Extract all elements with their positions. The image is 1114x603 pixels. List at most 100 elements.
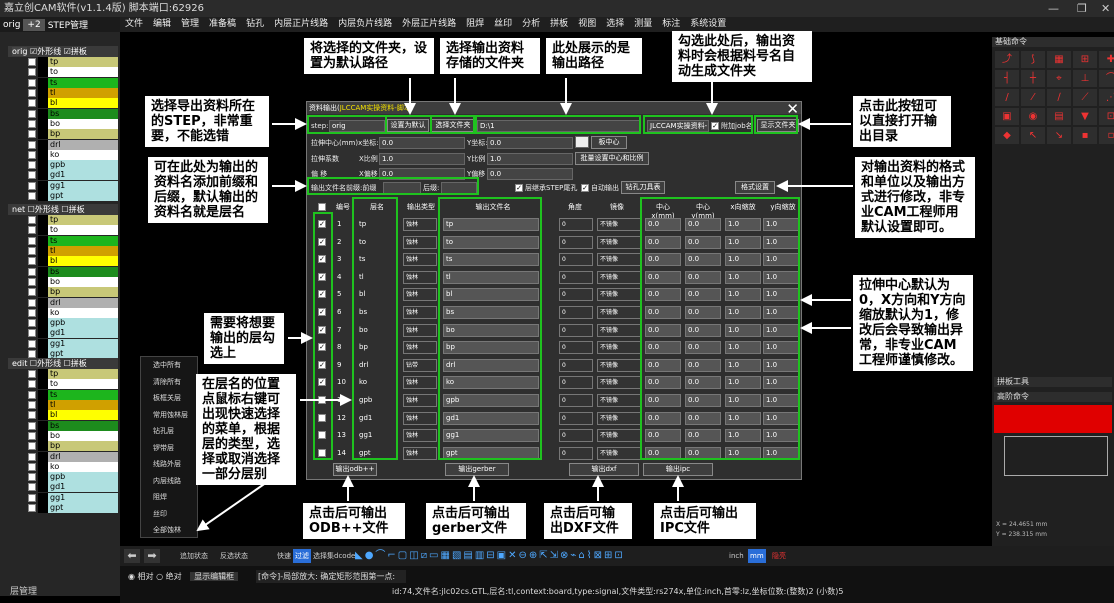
center-y-input[interactable]: 0.0 (685, 270, 721, 284)
menu-item[interactable]: 编辑 (153, 19, 172, 29)
layer-output-checkbox[interactable]: ✓ (318, 220, 326, 228)
center-y-input[interactable]: 0.0 (685, 288, 721, 302)
center-x-input[interactable]: 0.0 (645, 270, 681, 284)
tool-icon[interactable]: / (995, 89, 1019, 106)
tool-icon[interactable]: ⌖ (1047, 70, 1071, 87)
menu-item[interactable]: 内层正片线路 (274, 19, 329, 29)
context-menu-item[interactable]: 钻孔层 (153, 427, 174, 435)
show-folder-button[interactable]: 显示文件夹 (757, 119, 799, 132)
mirror-select[interactable]: 不镜像 (597, 235, 641, 249)
output-type-select[interactable]: 蚀林 (403, 253, 437, 267)
context-menu-item[interactable]: 选中所有 (153, 361, 181, 369)
select-all-checkbox[interactable] (318, 203, 326, 211)
command-line[interactable]: [命令]-局部放大: 确定矩形范围第一点: (256, 570, 406, 583)
layer-name[interactable]: tl (48, 88, 118, 99)
restore-icon[interactable]: ❐ (1077, 2, 1087, 15)
layer-name[interactable]: gd1 (48, 482, 118, 493)
layer-name[interactable]: bo (48, 430, 118, 441)
layer-name[interactable]: gd1 (48, 328, 118, 339)
layer-row[interactable]: gd1 (8, 482, 118, 493)
layer-name[interactable]: drl (48, 451, 118, 462)
layer-name[interactable]: to (48, 67, 118, 78)
tool-icon[interactable]: ∕ (1047, 89, 1071, 106)
tool-icon[interactable]: ⁄ (1021, 89, 1045, 106)
layer-manage-tab[interactable]: 层管理 (10, 587, 38, 597)
output-type-select[interactable]: 蚀林 (403, 288, 437, 302)
output-type-select[interactable]: 钻带 (403, 358, 437, 372)
menu-item[interactable]: 外层正片线路 (402, 19, 457, 29)
layer-checkbox[interactable] (28, 483, 36, 492)
close-icon[interactable]: ✕ (786, 100, 799, 118)
mirror-select[interactable]: 不镜像 (597, 218, 641, 231)
output-filename-input[interactable]: tl (443, 270, 539, 284)
center-y-input[interactable]: 0.0 (685, 253, 721, 267)
layer-checkbox[interactable] (28, 99, 36, 108)
layer-row[interactable]: ts (8, 389, 118, 400)
tool-icon[interactable]: ▣ (995, 108, 1019, 125)
outline-toggle[interactable]: 外形线 (34, 205, 59, 214)
output-type-select[interactable]: 蚀林 (403, 235, 437, 249)
mirror-select[interactable]: 不镜像 (597, 429, 641, 443)
output-filename-input[interactable]: ko (443, 376, 539, 390)
context-menu-item[interactable]: 板框关层 (153, 394, 181, 402)
batch-set-button[interactable]: 批量设置中心和比例 (575, 152, 649, 165)
output-filename-input[interactable]: bo (443, 323, 539, 337)
tool-icon[interactable]: ⊥ (1073, 70, 1097, 87)
panel-toggle[interactable]: 拼板 (68, 205, 85, 214)
mirror-select[interactable]: 不镜像 (597, 323, 641, 337)
output-ipc-button[interactable]: 输出ipc (643, 463, 713, 476)
layer-output-checkbox[interactable]: ✓ (318, 272, 326, 281)
layer-checkbox[interactable] (28, 257, 36, 266)
tool-icon[interactable]: ▼ (1073, 108, 1097, 125)
layer-row[interactable]: tp (8, 369, 118, 380)
drill-tool-button[interactable]: 钻孔刀具表 (621, 181, 665, 194)
mirror-select[interactable]: 不镜像 (597, 394, 641, 407)
filter-button[interactable]: 过滤 (293, 549, 311, 563)
layer-checkbox[interactable] (28, 442, 36, 451)
layer-name[interactable]: bs (48, 420, 118, 431)
highlight-mode[interactable]: 隐亮 (772, 552, 786, 560)
center-x-input[interactable]: 0.0 (645, 218, 681, 231)
layer-name[interactable]: gg1 (48, 492, 118, 503)
context-menu-item[interactable]: 线路外层 (153, 460, 181, 468)
menu-item[interactable]: 标注 (662, 19, 681, 29)
panel-toggle[interactable]: 拼板 (70, 47, 87, 56)
layer-name[interactable]: bo (48, 276, 118, 287)
scale-x-input[interactable]: 1.0 (725, 306, 761, 319)
layer-name[interactable]: bs (48, 266, 118, 277)
layer-checkbox[interactable] (28, 267, 36, 276)
layer-name[interactable]: ts (48, 77, 118, 88)
output-type-select[interactable]: 蚀林 (403, 376, 437, 390)
layer-name[interactable]: gg1 (48, 180, 118, 191)
tool-icon[interactable]: ⊡ (1099, 108, 1114, 125)
scale-x-input[interactable]: 1.0 (725, 270, 761, 284)
layer-checkbox[interactable] (28, 452, 36, 461)
layer-row[interactable]: bo (8, 118, 118, 129)
layer-row[interactable]: gpb (8, 160, 118, 171)
output-filename-input[interactable]: gpb (443, 394, 539, 407)
forward-arrow-icon[interactable]: ➡ (144, 549, 160, 563)
layer-row[interactable]: bs (8, 266, 118, 277)
menu-item[interactable]: 分析 (522, 19, 541, 29)
center-x-input[interactable]: 0.0 (645, 341, 681, 355)
context-menu-item[interactable]: 清除所有 (153, 377, 181, 386)
center-x-input[interactable]: 0.0 (645, 429, 681, 443)
layer-row[interactable]: gpt (8, 503, 118, 513)
mirror-select[interactable]: 不镜像 (597, 253, 641, 267)
layer-output-checkbox[interactable]: ✓ (318, 308, 326, 316)
tool-icon[interactable]: ↖ (1021, 127, 1045, 144)
layer-checkbox[interactable] (28, 329, 36, 338)
angle-select[interactable]: 0 (559, 288, 593, 302)
layer-checkbox[interactable] (28, 370, 36, 379)
set-default-button[interactable]: 设置为默认 (387, 119, 429, 132)
layer-name[interactable]: bp (48, 441, 118, 452)
scale-x-input[interactable]: 1.0 (725, 253, 761, 267)
layer-checkbox[interactable] (28, 161, 36, 170)
tool-icon[interactable]: ◉ (1021, 108, 1045, 125)
layer-row[interactable]: bp (8, 287, 118, 298)
layer-checkbox[interactable] (28, 308, 36, 317)
output-type-select[interactable]: 蚀林 (403, 446, 437, 460)
angle-select[interactable]: 0 (559, 394, 593, 407)
center-y-input[interactable]: 0.0 (685, 341, 721, 355)
layer-row[interactable]: gpb (8, 472, 118, 483)
